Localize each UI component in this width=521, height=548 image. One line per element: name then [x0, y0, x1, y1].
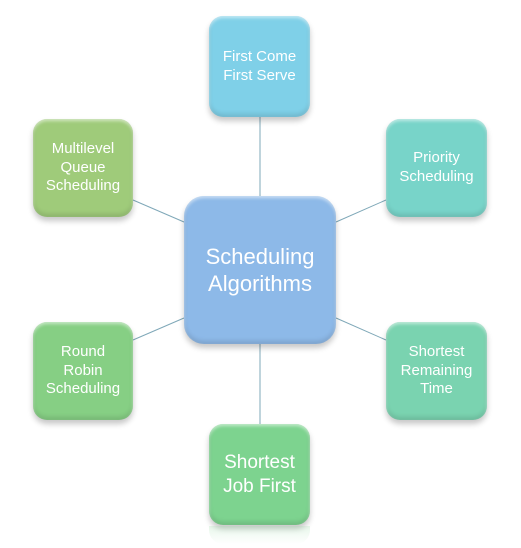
- bottom-node-reflection: [209, 526, 310, 544]
- node-round-robin-scheduling: Round Robin Scheduling: [33, 322, 133, 420]
- node-label: Priority Scheduling: [399, 149, 474, 185]
- connector-tl: [132, 199, 185, 223]
- node-shortest-remaining-time: Shortest Remaining Time: [386, 322, 487, 420]
- node-label: Multilevel Queue Scheduling: [45, 139, 121, 195]
- node-label: Shortest Job First: [223, 451, 296, 497]
- center-node-label: Scheduling Algorithms: [205, 243, 315, 297]
- node-priority-scheduling: Priority Scheduling: [386, 119, 487, 217]
- center-node-scheduling-algorithms: Scheduling Algorithms: [184, 196, 336, 344]
- connector-bl: [132, 317, 185, 341]
- node-label: Round Robin Scheduling: [45, 342, 121, 398]
- connector-tr: [335, 199, 387, 223]
- node-label: Shortest Remaining Time: [400, 342, 473, 398]
- node-shortest-job-first: Shortest Job First: [209, 424, 310, 525]
- node-first-come-first-serve: First Come First Serve: [209, 16, 310, 117]
- node-multilevel-queue-scheduling: Multilevel Queue Scheduling: [33, 119, 133, 217]
- node-label: First Come First Serve: [222, 47, 297, 84]
- connector-br: [335, 317, 387, 341]
